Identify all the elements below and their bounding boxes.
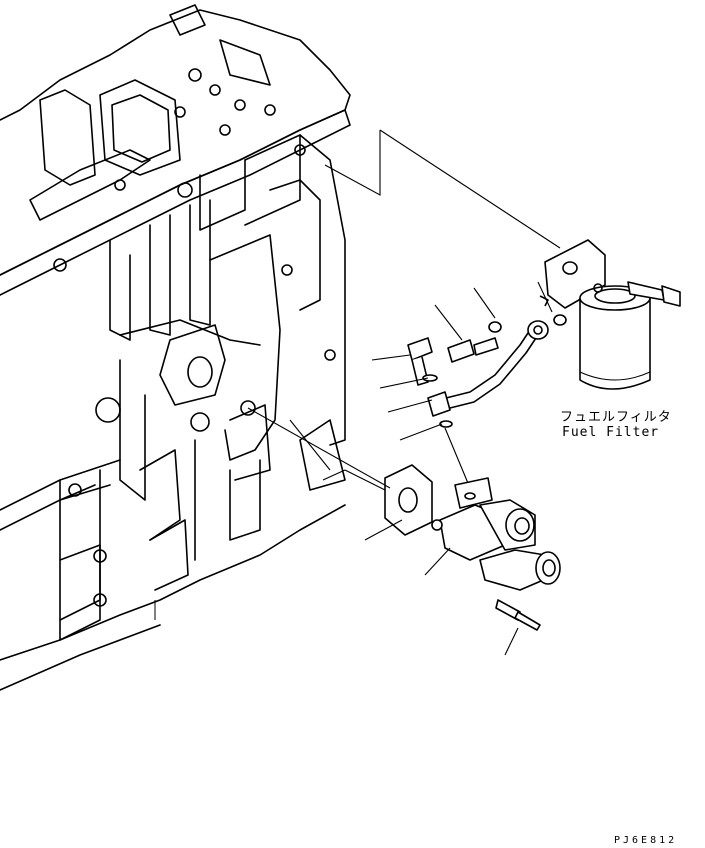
priming-pump — [432, 478, 560, 630]
drawing-code: PJ6E812 — [614, 835, 678, 846]
fuel-filter-label-en: Fuel Filter — [562, 425, 660, 440]
gasket — [385, 465, 432, 535]
fuel-filter — [540, 240, 680, 389]
callout-leaders — [365, 282, 552, 655]
fuel-pipe-assembly — [408, 315, 566, 488]
alignment-lines — [248, 130, 560, 490]
fuel-filter-label-jp: フュエルフィルタ — [560, 410, 672, 425]
engine-block — [0, 5, 350, 690]
